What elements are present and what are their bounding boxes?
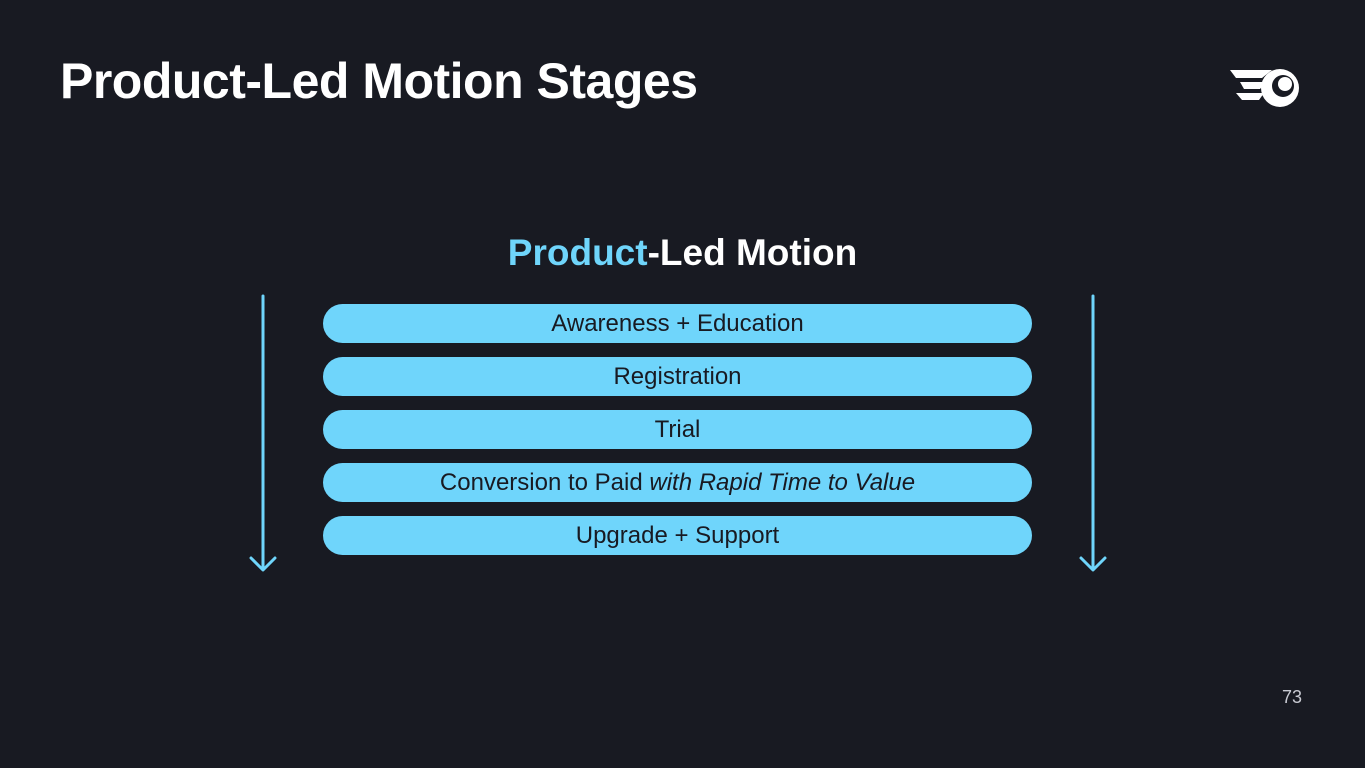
stage-list: Awareness + Education Registration Trial… — [323, 304, 1032, 569]
diagram-title-rest: -Led Motion — [647, 232, 858, 273]
stage-label: Conversion to Paid — [439, 469, 650, 496]
stage-bar: Upgrade + Support — [323, 516, 1032, 555]
diagram-title: Product-Led Motion — [0, 232, 1365, 274]
stage-label: Trial — [654, 416, 701, 443]
stage-bar: Conversion to Paid with Rapid Time to Va… — [323, 463, 1032, 502]
stage-label: Upgrade + Support — [575, 522, 780, 549]
arrow-down-icon — [1079, 294, 1107, 572]
page-number: 73 — [1281, 687, 1302, 707]
stage-bar: Awareness + Education — [323, 304, 1032, 343]
diagram-title-accent: Product — [507, 232, 648, 273]
arrow-down-icon — [249, 294, 277, 572]
slide-title: Product-Led Motion Stages — [60, 53, 698, 109]
comet-logo-icon — [1230, 69, 1299, 107]
stage-bar: Trial — [323, 410, 1032, 449]
stage-emphasis: with Rapid Time to Value — [649, 469, 916, 496]
stage-label: Awareness + Education — [551, 310, 804, 337]
stage-bar: Registration — [323, 357, 1032, 396]
stage-label: Registration — [613, 363, 742, 390]
